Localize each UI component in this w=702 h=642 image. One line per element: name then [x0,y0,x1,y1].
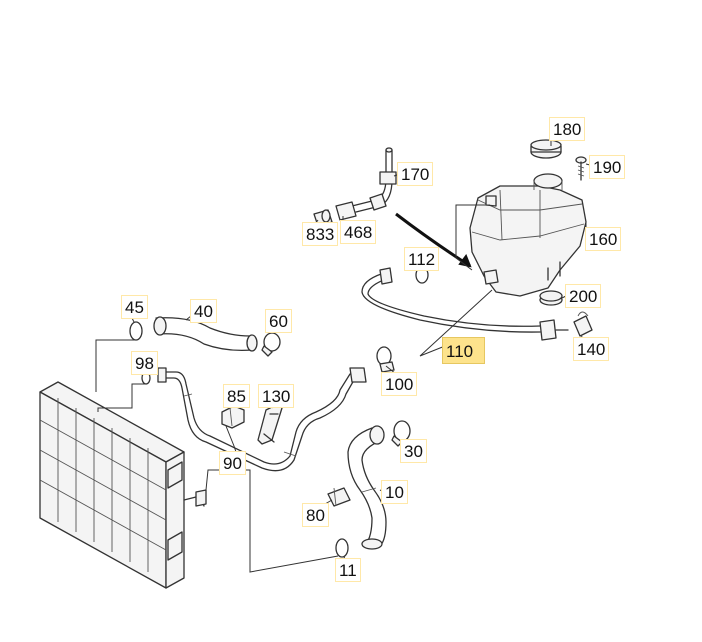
radiator[interactable] [39,381,207,589]
callout-45[interactable]: 45 [121,295,148,319]
callout-130[interactable]: 130 [258,384,295,408]
callout-90[interactable]: 90 [219,451,246,475]
hose-10[interactable] [347,425,387,550]
callout-160[interactable]: 160 [585,227,622,251]
callout-100[interactable]: 100 [381,372,418,396]
callout-200[interactable]: 200 [565,284,602,308]
callout-60[interactable]: 60 [265,309,292,333]
callout-180[interactable]: 180 [549,117,586,141]
hose-clip-140[interactable] [573,311,593,337]
hose-110[interactable] [361,267,569,341]
callout-833[interactable]: 833 [302,222,339,246]
tank-cap[interactable] [530,139,562,159]
coolant-pipe-90[interactable] [159,367,367,472]
holder-130[interactable] [257,403,283,445]
rubber-buffer[interactable] [539,290,563,306]
callout-30[interactable]: 30 [400,439,427,463]
bleed-tube[interactable] [351,147,397,213]
hose-clamp-60[interactable] [261,332,281,357]
callout-170[interactable]: 170 [397,162,434,186]
callout-11[interactable]: 11 [335,558,361,582]
hose-clamp-100[interactable] [376,346,395,373]
callout-85[interactable]: 85 [223,384,250,408]
callout-80[interactable]: 80 [302,503,329,527]
callout-140[interactable]: 140 [573,337,610,361]
seal-ring-45[interactable] [129,321,143,341]
bracket-80[interactable] [327,487,351,507]
callout-40[interactable]: 40 [190,299,217,323]
hose-40[interactable] [153,316,258,352]
callout-112[interactable]: 112 [404,247,440,271]
callout-10[interactable]: 10 [381,480,408,504]
screw[interactable] [575,156,587,181]
callout-190[interactable]: 190 [589,155,626,179]
bracket-85[interactable] [221,405,245,429]
expansion-tank[interactable] [469,173,587,297]
seal-ring-11[interactable] [335,538,349,558]
callout-110[interactable]: 110 [442,337,485,364]
tank-outlet-nipple [483,269,499,285]
connector-468[interactable] [335,201,357,221]
callout-98[interactable]: 98 [131,351,158,375]
callout-468[interactable]: 468 [340,220,377,244]
